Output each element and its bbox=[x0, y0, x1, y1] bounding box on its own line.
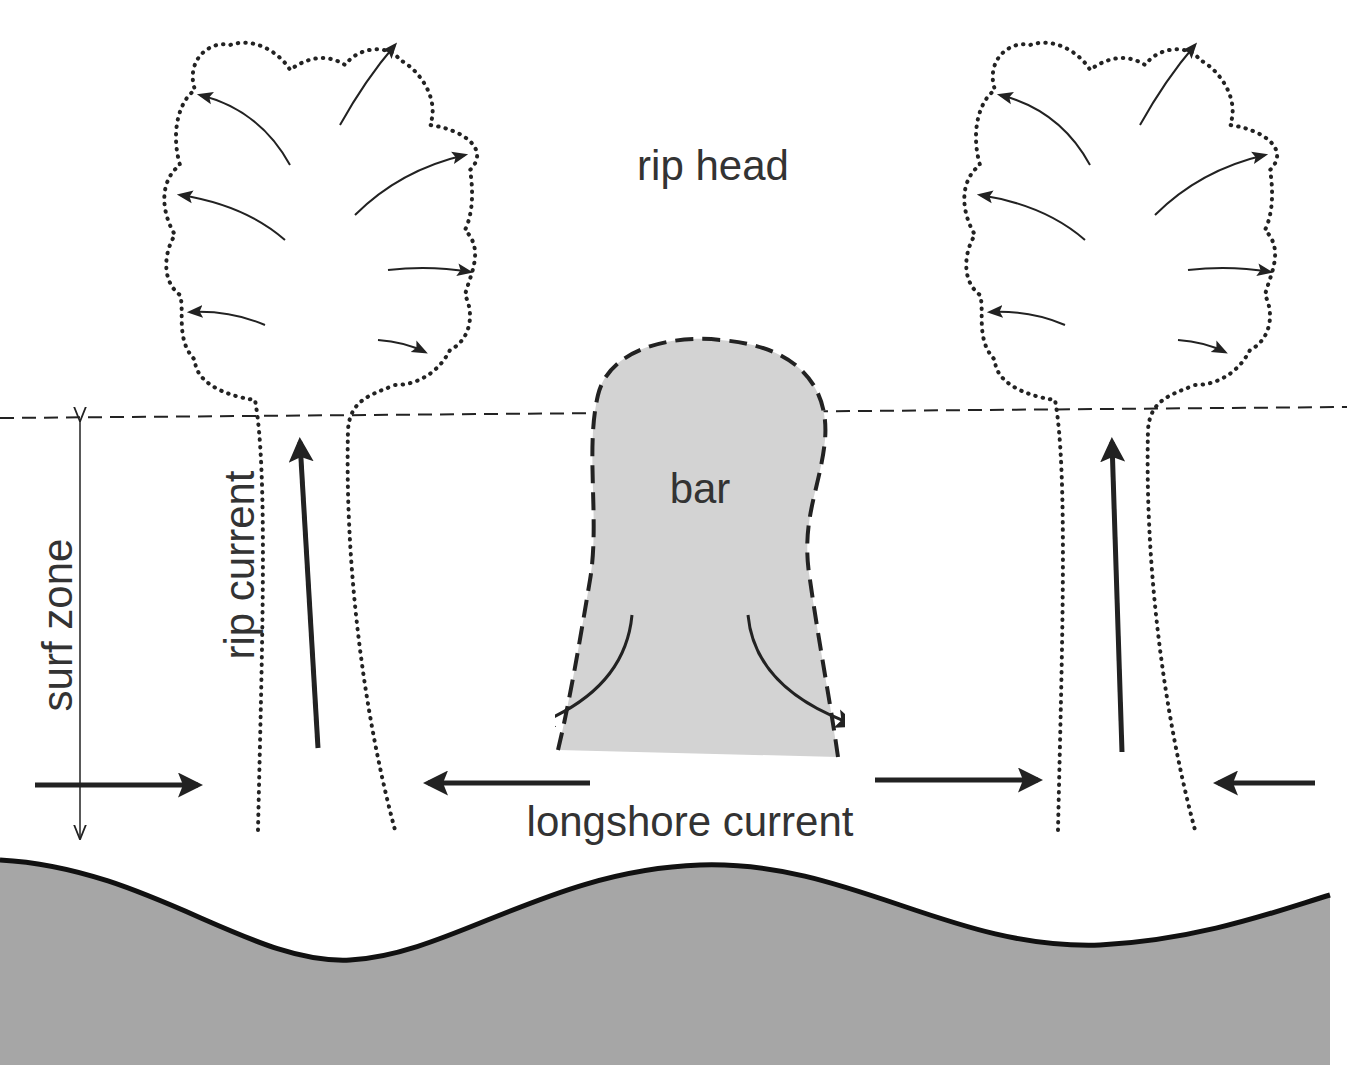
rip-outline bbox=[164, 43, 477, 830]
rip-arrow bbox=[1112, 442, 1122, 752]
rip-current-label: rip current bbox=[216, 470, 264, 659]
bar-shape bbox=[555, 335, 845, 765]
flow-arrow bbox=[748, 615, 845, 725]
bar-label: bar bbox=[555, 465, 845, 513]
longshore-current-label: longshore current bbox=[527, 798, 854, 846]
shore bbox=[0, 860, 1330, 1065]
shoreline bbox=[0, 860, 1330, 960]
flow-arrow bbox=[555, 615, 632, 725]
sand-bar: bar bbox=[555, 335, 845, 765]
surf-zone-label: surf zone bbox=[34, 539, 82, 712]
longshore-arrow bbox=[428, 781, 590, 786]
rip-outline bbox=[964, 43, 1277, 830]
rip-arrow bbox=[300, 442, 318, 748]
bar-flow-arrows bbox=[555, 615, 845, 725]
longshore-arrow bbox=[35, 783, 198, 788]
rip-head-label: rip head bbox=[637, 142, 789, 190]
longshore-arrow bbox=[1218, 781, 1315, 786]
longshore-arrow bbox=[875, 778, 1038, 783]
